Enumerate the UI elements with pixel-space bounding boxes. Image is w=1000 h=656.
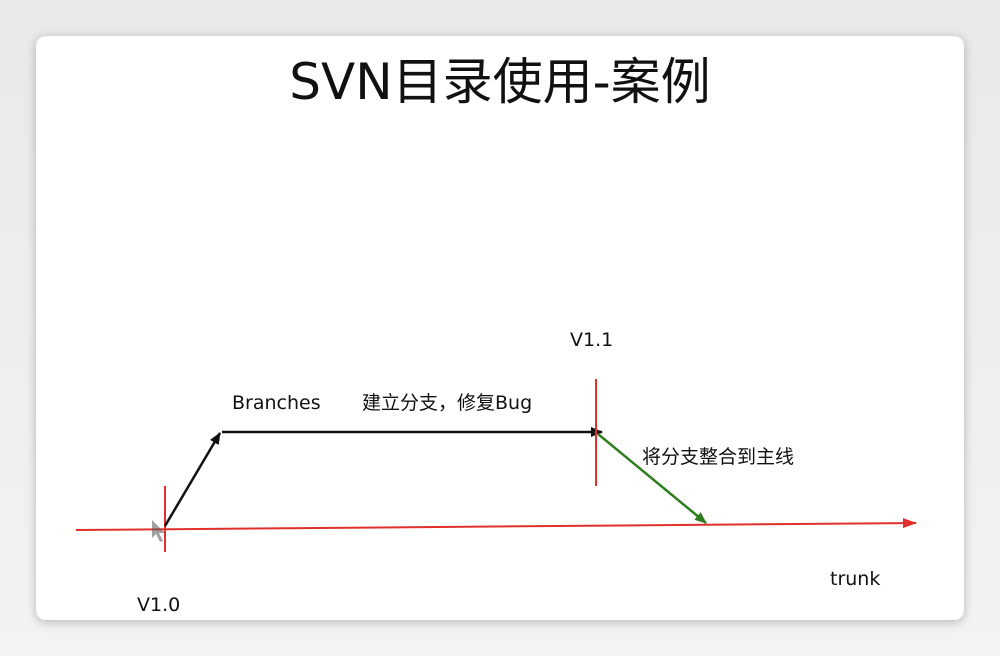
version-label-v1-0: V1.0 (137, 594, 180, 616)
version-label-v1-1: V1.1 (570, 329, 613, 351)
merge-description-label: 将分支整合到主线 (642, 446, 794, 468)
cursor-icon (152, 520, 165, 542)
branch-rise-arrow (163, 432, 222, 527)
branch-diagram: V1.1 Branches 建立分支，修复Bug 将分支整合到主线 trunk … (75, 329, 917, 616)
slide-title: SVN目录使用-案例 (289, 53, 711, 111)
merge-arrow (597, 433, 707, 524)
trunk-label: trunk (830, 568, 880, 590)
branch-description-label: 建立分支，修复Bug (362, 392, 532, 414)
trunk-line (75, 518, 917, 531)
slide: SVN目录使用-案例 V1.1 Branches (36, 36, 964, 620)
branches-label: Branches (232, 392, 321, 414)
